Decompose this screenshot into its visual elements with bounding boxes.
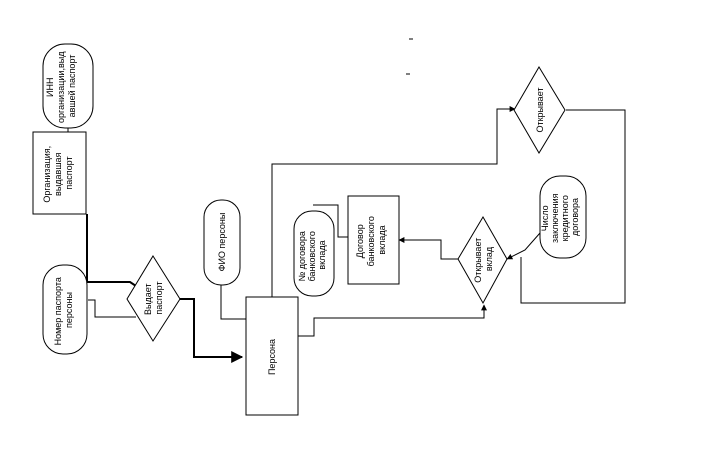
node-deposit-contract-line-3: вклада — [377, 225, 387, 254]
node-person-label: Персона — [267, 339, 277, 375]
connector-passport-number — [88, 299, 136, 318]
node-fio-label: ФИО персоны — [217, 213, 227, 272]
node-inn-line-3: авшей паспорт — [67, 55, 77, 118]
node-deposit-contract-line-2: банковского — [366, 216, 376, 266]
node-person: Персона — [245, 296, 299, 416]
connector-issues-person — [180, 298, 244, 363]
node-credit-count-line-1: Число — [540, 205, 550, 231]
node-opens: Открывает — [513, 66, 566, 154]
connector-depositno-contract — [313, 204, 348, 238]
node-inn-line-2: организации,выд — [56, 51, 66, 123]
node-credit-count-line-2: заключения — [550, 193, 560, 243]
node-credit-count-line-3: кредитного — [560, 195, 570, 241]
node-deposit-number-line-3: вклада — [317, 240, 327, 269]
connector-fio-person — [220, 285, 248, 320]
node-credit-count: Число заключения кредитного договора — [539, 175, 587, 259]
node-credit-count-label: Число заключения кредитного договора — [540, 191, 580, 243]
node-opens-deposit-label: Открывает вклад — [473, 235, 494, 283]
node-passport-number-line-1: Номер паспорта — [53, 277, 63, 345]
node-deposit-contract-label: Договор банковского вклада — [355, 214, 387, 267]
node-inn: ИНН организации,выд авшей паспорт — [42, 43, 94, 129]
node-org-line-2: выдавшая — [53, 152, 63, 196]
node-deposit-contract-line-1: Договор — [355, 224, 365, 258]
connector-loop-right — [520, 109, 626, 304]
node-inn-line-1: ИНН — [45, 78, 55, 97]
node-org-label: Организация, выдавшая паспорт — [42, 143, 74, 202]
node-fio-line-1: ФИО персоны — [217, 213, 227, 272]
node-deposit-number-line-1: № договора — [297, 231, 307, 281]
node-org-line-1: Организация, — [42, 146, 52, 203]
node-deposit-number-line-2: банковского — [307, 231, 317, 281]
node-issues-passport-label: Выдает паспорт — [143, 281, 164, 315]
node-inn-label: ИНН организации,выд авшей паспорт — [45, 49, 77, 123]
node-passport-number: Номер паспорта персоны — [42, 264, 88, 355]
connector-credit-opensdeposit — [506, 232, 541, 260]
node-passport-number-label: Номер паспорта персоны — [53, 275, 74, 346]
node-opens-deposit: Открывает вклад — [457, 216, 508, 305]
connector-opensdeposit-contract — [398, 237, 458, 260]
node-deposit-number-label: № договора банковского вклада — [297, 229, 327, 282]
node-deposit-contract: Договор банковского вклада — [347, 195, 400, 285]
node-opens-deposit-line-1: Открывает — [473, 238, 483, 283]
node-organization: Организация, выдавшая паспорт — [32, 131, 87, 215]
node-passport-number-line-2: персоны — [64, 292, 74, 328]
node-credit-count-line-4: договора — [570, 198, 580, 236]
node-issues-passport-line-1: Выдает — [143, 283, 153, 315]
node-fio: ФИО персоны — [203, 199, 241, 286]
connector-org-issues — [86, 214, 137, 287]
connector-person-opens — [271, 106, 516, 297]
node-opens-line-1: Открывает — [535, 87, 545, 132]
node-deposit-number: № договора банковского вклада — [293, 210, 335, 297]
node-opens-deposit-line-2: вклад — [484, 246, 494, 271]
node-org-line-3: паспорт — [64, 156, 74, 189]
connector-person-opens-deposit — [298, 304, 487, 337]
node-issues-passport: Выдает паспорт — [126, 255, 181, 342]
node-issues-passport-line-2: паспорт — [154, 281, 164, 314]
node-person-line-1: Персона — [267, 339, 277, 375]
node-opens-label: Открывает — [535, 87, 545, 132]
